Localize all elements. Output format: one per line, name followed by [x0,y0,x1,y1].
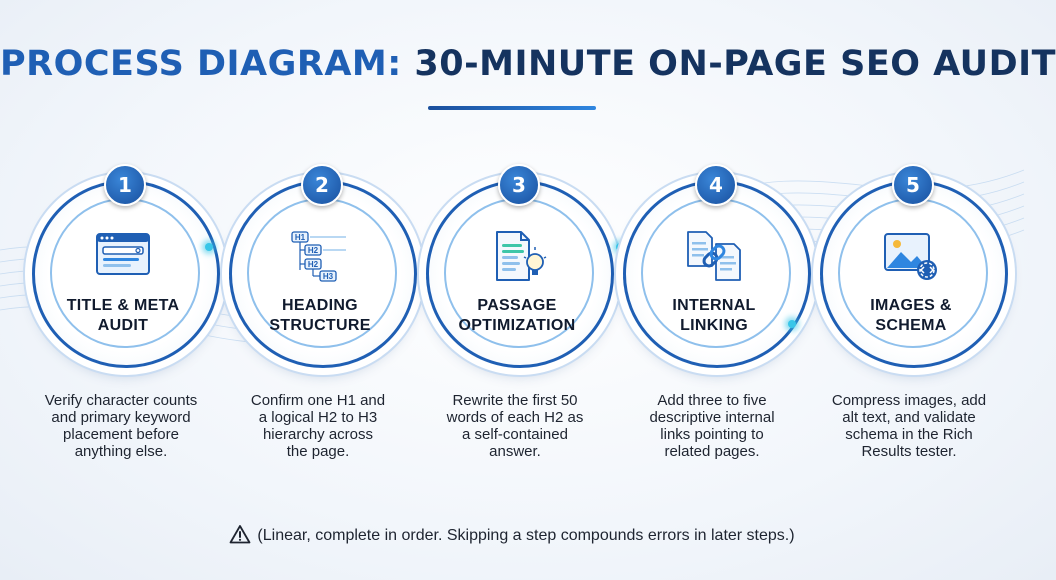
icon-label-h2: H2 [308,260,319,269]
step-title: INTERNAL LINKING [637,296,791,336]
icon-label-h2: H2 [308,246,319,255]
image-code-icon [881,230,941,282]
step-number-badge: 2 [301,164,343,206]
title-part-2: 30-MINUTE ON-PAGE SEO AUDIT [414,44,1056,84]
description-line: Verify character counts [44,392,198,409]
step-5: 5 IMAGES & SCHEMA [818,164,1008,378]
glow-dot [788,320,796,328]
step-number-badge: 4 [695,164,737,206]
step-number-badge: 1 [104,164,146,206]
description-line: Confirm one H1 and [250,392,386,409]
glow-dot [205,243,213,251]
step-title-line-2: AUDIT [97,317,149,334]
step-title: PASSAGE OPTIMIZATION [440,296,594,336]
step-title-line-2: SCHEMA [875,317,947,334]
description-line: a self-contained [462,426,568,443]
step-title-line-2: STRUCTURE [269,317,371,334]
description-line: and primary keyword [51,409,191,426]
heading-hierarchy-icon: H1 H2 H2 H3 [290,230,350,282]
footnote-text: (Linear, complete in order. Skipping a s… [257,527,795,544]
step-4-description: Add three to five descriptive internal l… [622,392,802,460]
step-4: 4 INTERNAL LINKING [621,164,811,378]
step-3-description: Rewrite the first 50 words of each H2 as… [425,392,605,460]
step-number-badge: 3 [498,164,540,206]
footnote: (Linear, complete in order. Skipping a s… [0,524,1024,545]
linked-documents-icon [684,230,744,282]
step-title-line-2: LINKING [680,317,748,334]
description-line: Results tester. [861,443,957,460]
description-line: Compress images, add [831,392,987,409]
description-line: the page. [286,443,350,460]
description-line: Rewrite the first 50 [452,392,578,409]
step-5-description: Compress images, add alt text, and valid… [819,392,999,460]
description-line: alt text, and validate [842,409,976,426]
step-title: HEADING STRUCTURE [243,296,397,336]
description-line: answer. [489,443,541,460]
title-part-1: PROCESS DIAGRAM: [0,44,402,84]
description-line: Add three to five [657,392,767,409]
step-2-description: Confirm one H1 and a logical H2 to H3 hi… [228,392,408,460]
icon-label-h3: H3 [323,272,334,281]
step-title-line-1: TITLE & META [66,297,180,314]
step-1-description: Verify character counts and primary keyw… [31,392,211,460]
browser-window-icon [93,230,153,282]
description-line: descriptive internal [649,409,775,426]
description-line: links pointing to [660,426,764,443]
description-line: a logical H2 to H3 [258,409,378,426]
description-line: hierarchy across [262,426,374,443]
page-title: PROCESS DIAGRAM: 30-MINUTE ON-PAGE SEO A… [0,44,1056,84]
step-1: 1 TITLE & META AUDIT [30,164,220,378]
document-lightbulb-icon [487,230,547,282]
step-title-line-1: IMAGES & [870,297,952,314]
warning-icon [230,525,251,544]
step-title: TITLE & META AUDIT [46,296,200,336]
description-line: placement before [63,426,179,443]
step-title-line-2: OPTIMIZATION [458,317,576,334]
description-line: schema in the Rich [845,426,973,443]
step-2: 2 H1 H2 H2 H3 HEADING STRUCTURE [227,164,417,378]
step-title-line-1: HEADING [282,297,358,314]
description-line: words of each H2 as [446,409,584,426]
step-title-line-1: PASSAGE [477,297,557,314]
description-line: related pages. [664,443,760,460]
description-line: anything else. [74,443,168,460]
step-3: 3 PASSAGE OPTIMIZATION [424,164,614,378]
glow-dot [616,243,624,251]
title-underline [428,106,596,110]
step-title-line-1: INTERNAL [672,297,756,314]
step-title: IMAGES & SCHEMA [834,296,988,336]
icon-label-h1: H1 [295,233,306,242]
step-number-badge: 5 [892,164,934,206]
